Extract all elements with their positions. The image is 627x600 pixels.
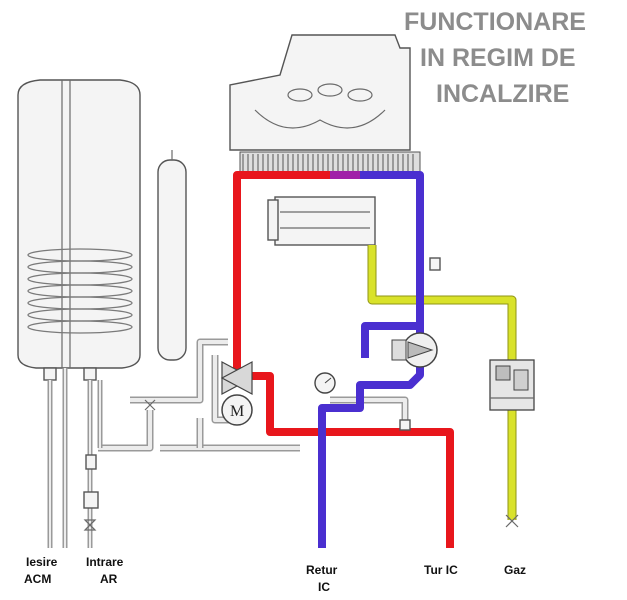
pressure-gauge — [314, 372, 336, 394]
label-retur-line2: IC — [318, 580, 330, 594]
dhw-piping — [98, 338, 409, 452]
label-iesire-line1: Iesire — [26, 555, 58, 569]
return-pipe-cold — [318, 171, 424, 548]
tank-heating-coil — [27, 248, 133, 334]
label-gaz: Gaz — [504, 563, 526, 577]
title-line-3: INCALZIRE — [436, 80, 569, 108]
label-retur-line1: Retur — [306, 563, 338, 577]
burner — [267, 196, 376, 246]
gas-tap — [505, 514, 519, 528]
flow-pipe-hot — [233, 171, 454, 548]
connection-labels: Iesire ACM Intrare AR Retur IC Tur IC Ga… — [24, 555, 526, 594]
diverter-valve — [220, 361, 254, 395]
storage-tank — [17, 79, 141, 381]
tank-connection-pipes — [47, 368, 103, 548]
inlet-filter — [85, 454, 97, 470]
label-tur: Tur IC — [424, 563, 458, 577]
label-iesire-line2: ACM — [24, 572, 51, 586]
gas-valve — [489, 359, 535, 411]
expansion-vessel — [157, 150, 187, 361]
circulation-pump — [391, 332, 438, 368]
safety-valve — [83, 491, 99, 509]
title-line-1: FUNCTIONARE — [404, 8, 586, 36]
diverter-motor: M — [221, 394, 253, 426]
drain-tap — [399, 419, 411, 431]
flue-hood — [229, 34, 411, 151]
air-vent — [429, 257, 441, 271]
diagram-title: FUNCTIONARE IN REGIM DE INCALZIRE — [404, 8, 586, 108]
title-line-2: IN REGIM DE — [420, 44, 576, 72]
label-intrare-line1: Intrare — [86, 555, 124, 569]
label-intrare-line2: AR — [100, 572, 118, 586]
bypass-valve — [144, 399, 156, 411]
motor-label: M — [230, 403, 244, 420]
